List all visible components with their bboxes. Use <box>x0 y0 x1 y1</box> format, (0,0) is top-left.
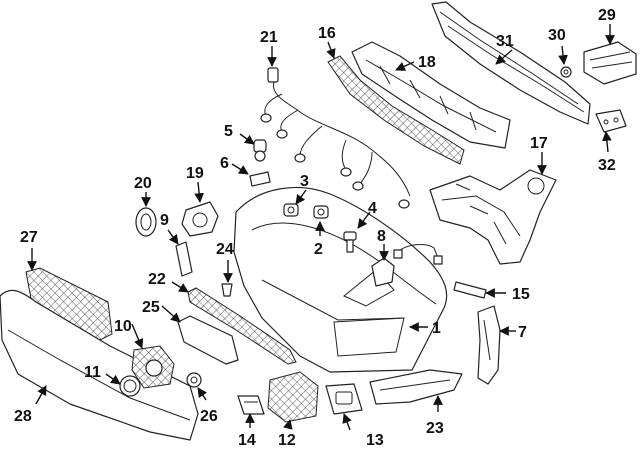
cover-ring-20-part <box>135 207 157 237</box>
leader-30 <box>558 45 568 65</box>
callout-5: 5 <box>224 123 233 140</box>
callout-6: 6 <box>220 155 229 172</box>
callout-9: 9 <box>160 212 169 229</box>
callout-30: 30 <box>548 27 566 44</box>
sensor-5-part <box>253 139 267 162</box>
energy-absorber-part <box>351 41 511 149</box>
license-bracket-25-part <box>177 315 239 365</box>
bumper-cover-part <box>233 186 448 373</box>
callout-28: 28 <box>14 408 32 425</box>
leader-25 <box>161 305 181 323</box>
callout-labels: 1 2 3 4 5 6 7 8 9 10 11 12 13 14 15 16 1… <box>14 7 616 449</box>
lower-absorber-22-part <box>187 287 297 365</box>
side-bracket-17-part <box>429 169 557 265</box>
side-grille-12-part <box>267 371 319 423</box>
callout-22: 22 <box>148 271 166 288</box>
bracket-9-part <box>175 241 193 277</box>
leader-31 <box>495 49 513 65</box>
wiring-harness-part <box>260 67 411 209</box>
push-clip-24-part <box>221 283 233 297</box>
callout-20: 20 <box>134 175 152 192</box>
callout-11: 11 <box>84 364 101 381</box>
lower-spoiler-28-part <box>0 289 199 441</box>
callout-13: 13 <box>366 432 384 449</box>
callout-26: 26 <box>200 408 218 425</box>
bracket-32-part <box>595 109 627 133</box>
callout-16: 16 <box>318 25 336 42</box>
bracket-29-part <box>583 41 637 85</box>
insert-14-part <box>237 395 265 415</box>
callout-14: 14 <box>238 432 256 449</box>
leader-28 <box>35 385 47 405</box>
callout-25: 25 <box>142 299 160 316</box>
leader-13 <box>342 413 352 431</box>
leader-19 <box>194 181 204 203</box>
leader-12 <box>283 419 293 430</box>
clip-30-part <box>560 66 572 78</box>
callout-7: 7 <box>518 324 527 341</box>
leader-4 <box>357 211 371 229</box>
leader-9 <box>167 229 179 245</box>
clip-15-part <box>453 281 487 299</box>
connector-8-part <box>393 244 443 265</box>
leader-18 <box>395 61 415 71</box>
leader-3 <box>295 189 307 205</box>
bracket-6-part <box>249 171 271 187</box>
callout-1: 1 <box>432 320 441 337</box>
callout-8: 8 <box>377 228 386 245</box>
callout-12: 12 <box>278 432 296 449</box>
bracket-7-part <box>477 305 501 385</box>
leader-6 <box>231 163 249 175</box>
callout-29: 29 <box>598 7 616 24</box>
leader-16 <box>326 41 336 59</box>
bezel-13-part <box>325 383 363 415</box>
leader-32 <box>602 131 612 153</box>
callout-19: 19 <box>186 165 204 182</box>
callout-32: 32 <box>598 157 616 174</box>
leader-10 <box>131 323 144 349</box>
callout-27: 27 <box>20 229 38 246</box>
callout-15: 15 <box>512 286 530 303</box>
sensor-3-part <box>283 203 299 217</box>
ring-11-part <box>119 375 141 397</box>
callout-23: 23 <box>426 420 444 437</box>
callout-10: 10 <box>114 318 132 335</box>
callout-21: 21 <box>260 29 278 46</box>
washer-26-part <box>186 372 202 388</box>
leader-22 <box>171 281 189 293</box>
sensor-2-part <box>313 205 329 219</box>
fog-grille-10-part <box>131 345 175 389</box>
leader-11 <box>105 373 121 385</box>
leader-26 <box>197 387 207 401</box>
callout-4: 4 <box>368 200 377 217</box>
callout-31: 31 <box>496 33 514 50</box>
leader-5 <box>239 133 255 145</box>
bolt-4-part <box>343 231 357 253</box>
leader-lines <box>27 24 615 431</box>
callout-18: 18 <box>418 54 436 71</box>
callout-17: 17 <box>530 135 548 152</box>
side-trim-23-part <box>369 369 463 405</box>
callout-24: 24 <box>216 241 234 258</box>
fog-lamp-19-part <box>181 201 219 237</box>
callout-2: 2 <box>314 241 323 258</box>
callout-3: 3 <box>300 173 309 190</box>
upper-absorber-part <box>327 55 465 165</box>
